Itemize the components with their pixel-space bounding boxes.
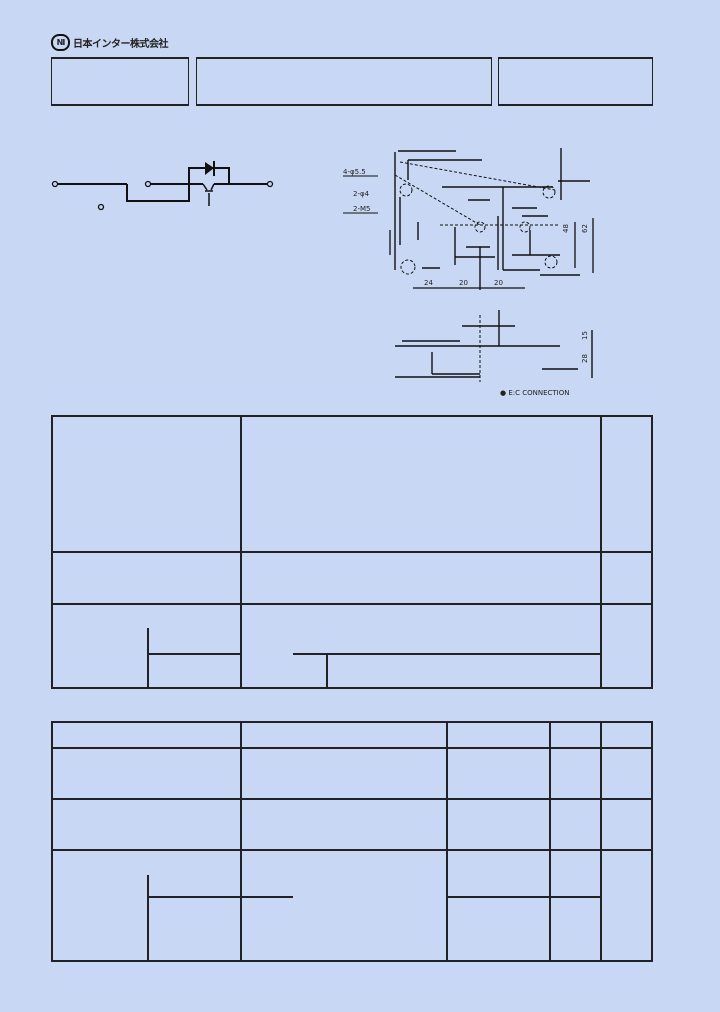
dimension-labels: 24 20 20 48 62 4-φ5.5 2-φ4 2-M5 [343,168,589,287]
svg-text:● E:C CONNECTION: ● E:C CONNECTION [500,389,570,397]
svg-text:62: 62 [581,224,589,233]
svg-text:2-φ4: 2-φ4 [353,190,370,198]
circuit-diagram [51,161,274,211]
table-header-divider [53,747,651,749]
part-number-box [51,57,189,106]
svg-text:48: 48 [562,224,570,233]
outline-drawing-side: 15 28 ● E:C CONNECTION [395,310,593,397]
characteristics-table [51,721,653,962]
company-logo: NI 日本インター株式会社 [51,34,169,51]
table-row-divider [53,849,651,851]
table-row-divider [53,551,651,553]
terminal-icons [51,180,274,211]
svg-text:24: 24 [424,279,433,287]
igbt-icon [202,183,215,206]
table-row-divider [53,603,651,605]
company-name: 日本インター株式会社 [73,39,169,50]
svg-text:20: 20 [459,279,468,287]
package-box [498,57,653,106]
ratings-table [51,415,653,689]
description-box [196,57,492,106]
svg-text:28: 28 [581,354,589,363]
svg-text:4-φ5.5: 4-φ5.5 [343,168,366,176]
ni-logo-mark: NI [51,34,70,51]
table-row-divider [53,798,651,800]
svg-text:2-M5: 2-M5 [353,205,370,213]
svg-text:20: 20 [494,279,503,287]
diode-icon [205,161,215,176]
svg-text:15: 15 [581,331,589,340]
outline-drawing-top: 24 20 20 48 62 4-φ5.5 2-φ4 2-M5 [343,148,594,290]
